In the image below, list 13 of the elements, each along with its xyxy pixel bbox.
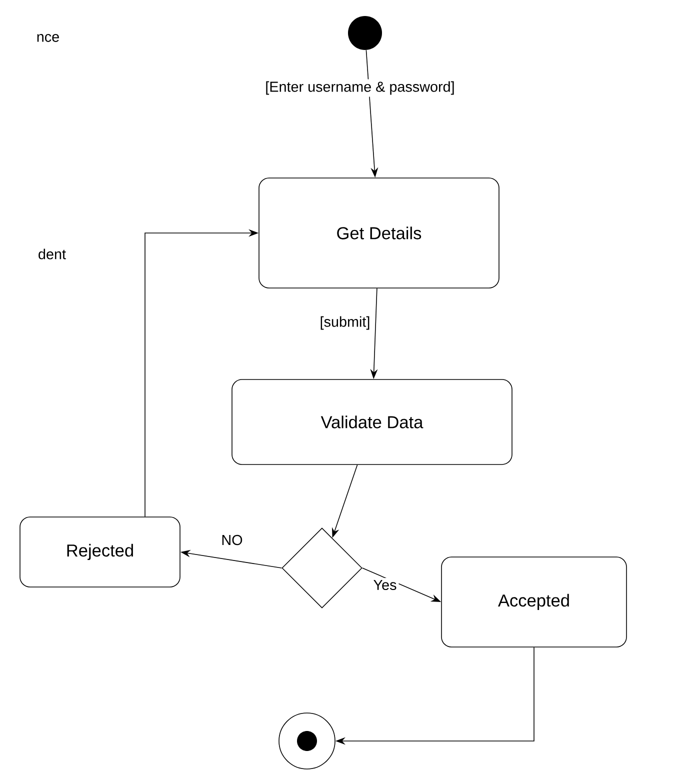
action-box: Get Details xyxy=(258,178,500,288)
edge-label: NO xyxy=(219,532,245,548)
edge-label: Yes xyxy=(371,578,399,592)
decision-diamond xyxy=(282,528,362,608)
action-box: Rejected xyxy=(20,516,180,588)
edge-label: [Enter username & password] xyxy=(263,79,457,97)
edge-label: [submit] xyxy=(318,314,372,332)
action-box: Validate Data xyxy=(232,379,512,465)
action-box: Accepted xyxy=(441,556,627,648)
text-fragment: nce xyxy=(37,34,59,42)
start-dot xyxy=(348,16,382,50)
end-target xyxy=(278,712,336,770)
text-fragment: dent xyxy=(38,248,66,260)
